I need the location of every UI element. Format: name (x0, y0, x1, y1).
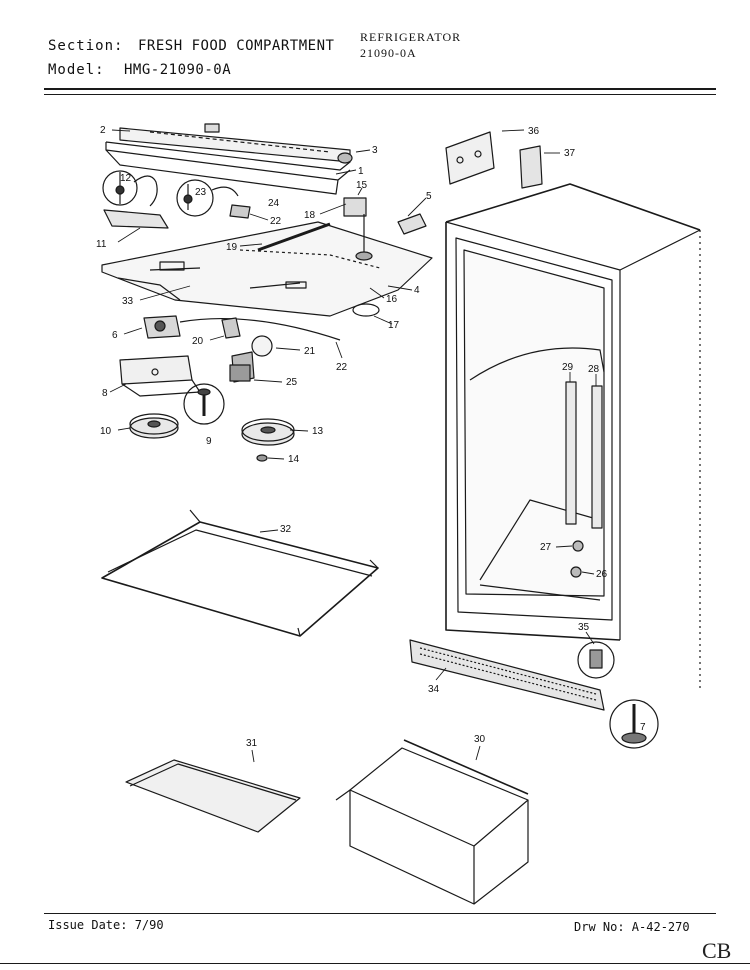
model-value: HMG-21090-0A (124, 62, 232, 78)
hinge-35 (577, 641, 615, 679)
callout: 7 (640, 722, 646, 733)
callout: 18 (304, 210, 316, 221)
callout: 34 (428, 684, 440, 695)
callout: 17 (388, 320, 400, 331)
callout: 22 (336, 362, 348, 373)
callout: 4 (414, 285, 420, 296)
footer-rule-bottom (0, 963, 750, 964)
callout: 14 (288, 454, 300, 465)
callout: 22 (270, 216, 282, 227)
callout: 31 (246, 738, 258, 749)
callout: 5 (426, 191, 432, 202)
callout: 1 (358, 166, 364, 177)
initials-mark: CB (702, 938, 732, 963)
thermostat-assembly (143, 315, 341, 383)
appliance-type: REFRIGERATOR (360, 30, 462, 44)
callout: 16 (386, 294, 398, 305)
housing-box-8 (119, 355, 201, 397)
model-label: Model: (48, 62, 105, 78)
thermostat-detail-12 (102, 170, 158, 207)
footer-rule-top (44, 913, 716, 914)
section-label: Section: (48, 38, 124, 54)
control-housing (105, 123, 353, 195)
shelf-rails (565, 381, 603, 529)
callout: 28 (588, 364, 600, 375)
callout: 25 (286, 377, 298, 388)
knob-13 (241, 418, 295, 462)
callout: 9 (206, 436, 212, 447)
callout: 11 (96, 239, 107, 250)
callout: 20 (192, 336, 204, 347)
callout: 12 (120, 173, 132, 184)
callout: 3 (372, 145, 378, 156)
callout: 13 (312, 426, 324, 437)
callout: 27 (540, 542, 552, 553)
callout: 10 (100, 426, 112, 437)
bracket-37 (519, 145, 543, 189)
callout-labels: 2 3 1 12 23 24 22 18 15 5 11 19 4 16 33 … (96, 125, 646, 749)
leveling-leg-7 (609, 699, 659, 749)
glass-shelf-31 (125, 759, 301, 833)
clip-24 (229, 204, 251, 219)
callout: 26 (596, 569, 608, 580)
ceiling-panel (101, 221, 433, 317)
toe-grille-34 (409, 639, 605, 711)
callout: 37 (564, 148, 576, 159)
callout: 36 (528, 126, 540, 137)
issue-date: Issue Date: 7/90 (48, 918, 164, 932)
bracket-11 (103, 209, 169, 229)
callout: 32 (280, 524, 292, 535)
screw-27 (572, 540, 584, 552)
knob-10 (129, 413, 179, 439)
callout: 29 (562, 362, 574, 373)
wire-basket-30 (335, 739, 529, 905)
drawing-number: Drw No: A-42-270 (574, 920, 690, 934)
appliance-model: 21090-0A (360, 46, 417, 60)
callout: 23 (195, 187, 207, 198)
callout: 8 (102, 388, 108, 399)
top-bracket-36 (445, 131, 495, 185)
leader-lines (109, 129, 597, 763)
light-assembly (257, 197, 427, 317)
section-value: FRESH FOOD COMPARTMENT (138, 38, 335, 54)
header-rule-top (44, 88, 716, 90)
callout: 15 (356, 180, 368, 191)
header-rule-bottom (44, 94, 716, 95)
screw-26 (570, 566, 582, 578)
callout: 21 (304, 346, 316, 357)
callout: 2 (100, 125, 106, 136)
callout: 6 (112, 330, 118, 341)
screw-9 (183, 383, 225, 425)
callout: 24 (268, 198, 280, 209)
wire-shelf-32 (101, 509, 379, 637)
thermostat-detail-23 (176, 179, 239, 217)
callout: 33 (122, 296, 134, 307)
callout: 19 (226, 242, 238, 253)
callout: 30 (474, 734, 486, 745)
callout: 35 (578, 622, 590, 633)
